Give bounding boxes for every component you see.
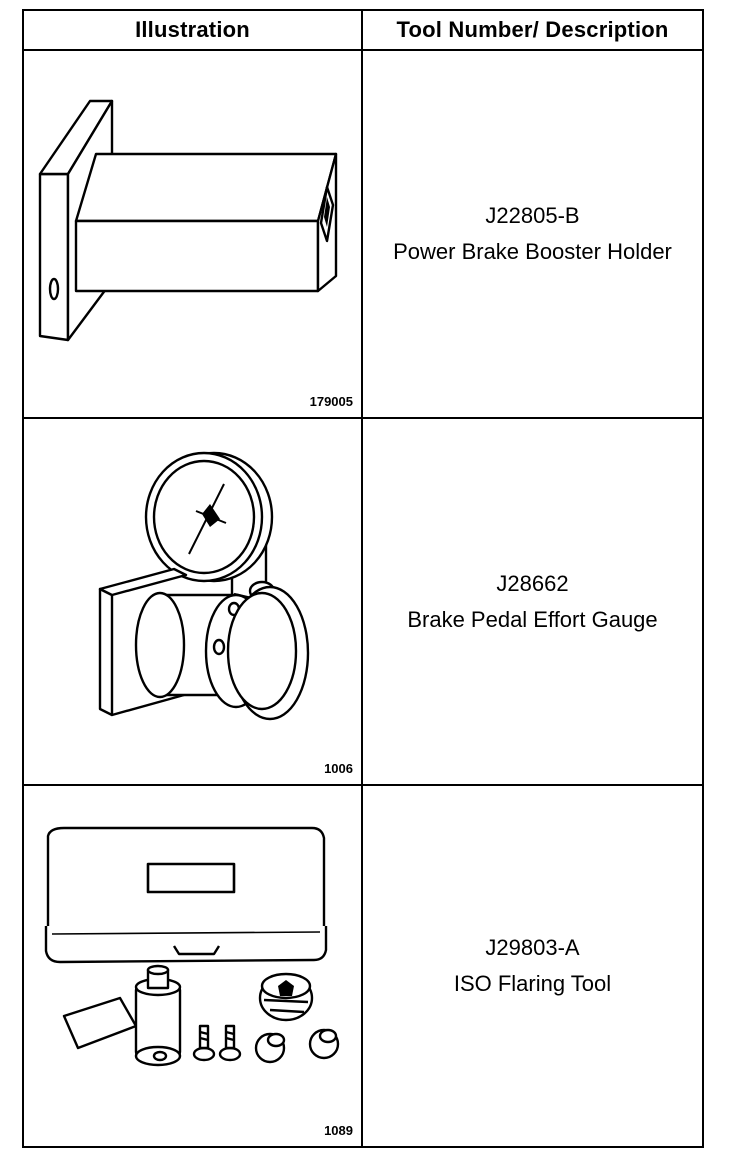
figure-number: 179005 [309,394,353,409]
tool-description: ISO Flaring Tool [453,971,612,996]
header-tool-number-description: Tool Number/ Description [363,11,702,51]
flaring-tool-illustration: 1089 [24,786,361,1146]
tool-number: J29803-A [485,935,580,960]
tool-number: J28662 [496,570,569,596]
illustration-cell-booster-holder: 179005 [24,51,363,419]
illustration-cell-flaring-tool: 1089 [24,786,363,1146]
illustration-cell-effort-gauge: 1006 [24,419,363,786]
tool-description: Brake Pedal Effort Gauge [407,606,658,632]
header-illustration: Illustration [24,11,363,51]
tool-description: Power Brake Booster Holder [393,239,672,264]
description-cell-flaring-tool: J29803-A ISO Flaring Tool [363,786,702,1146]
special-tools-table: Illustration Tool Number/ Description 17… [22,9,704,1148]
figure-number: 1006 [324,761,353,776]
description-cell-booster-holder: J22805-B Power Brake Booster Holder [363,51,702,419]
figure-number: 1089 [324,1123,353,1138]
description-cell-effort-gauge: J28662 Brake Pedal Effort Gauge [363,419,702,786]
tool-number: J22805-B [485,203,580,228]
booster-holder-illustration: 179005 [24,51,361,417]
effort-gauge-illustration: 1006 [24,419,361,784]
